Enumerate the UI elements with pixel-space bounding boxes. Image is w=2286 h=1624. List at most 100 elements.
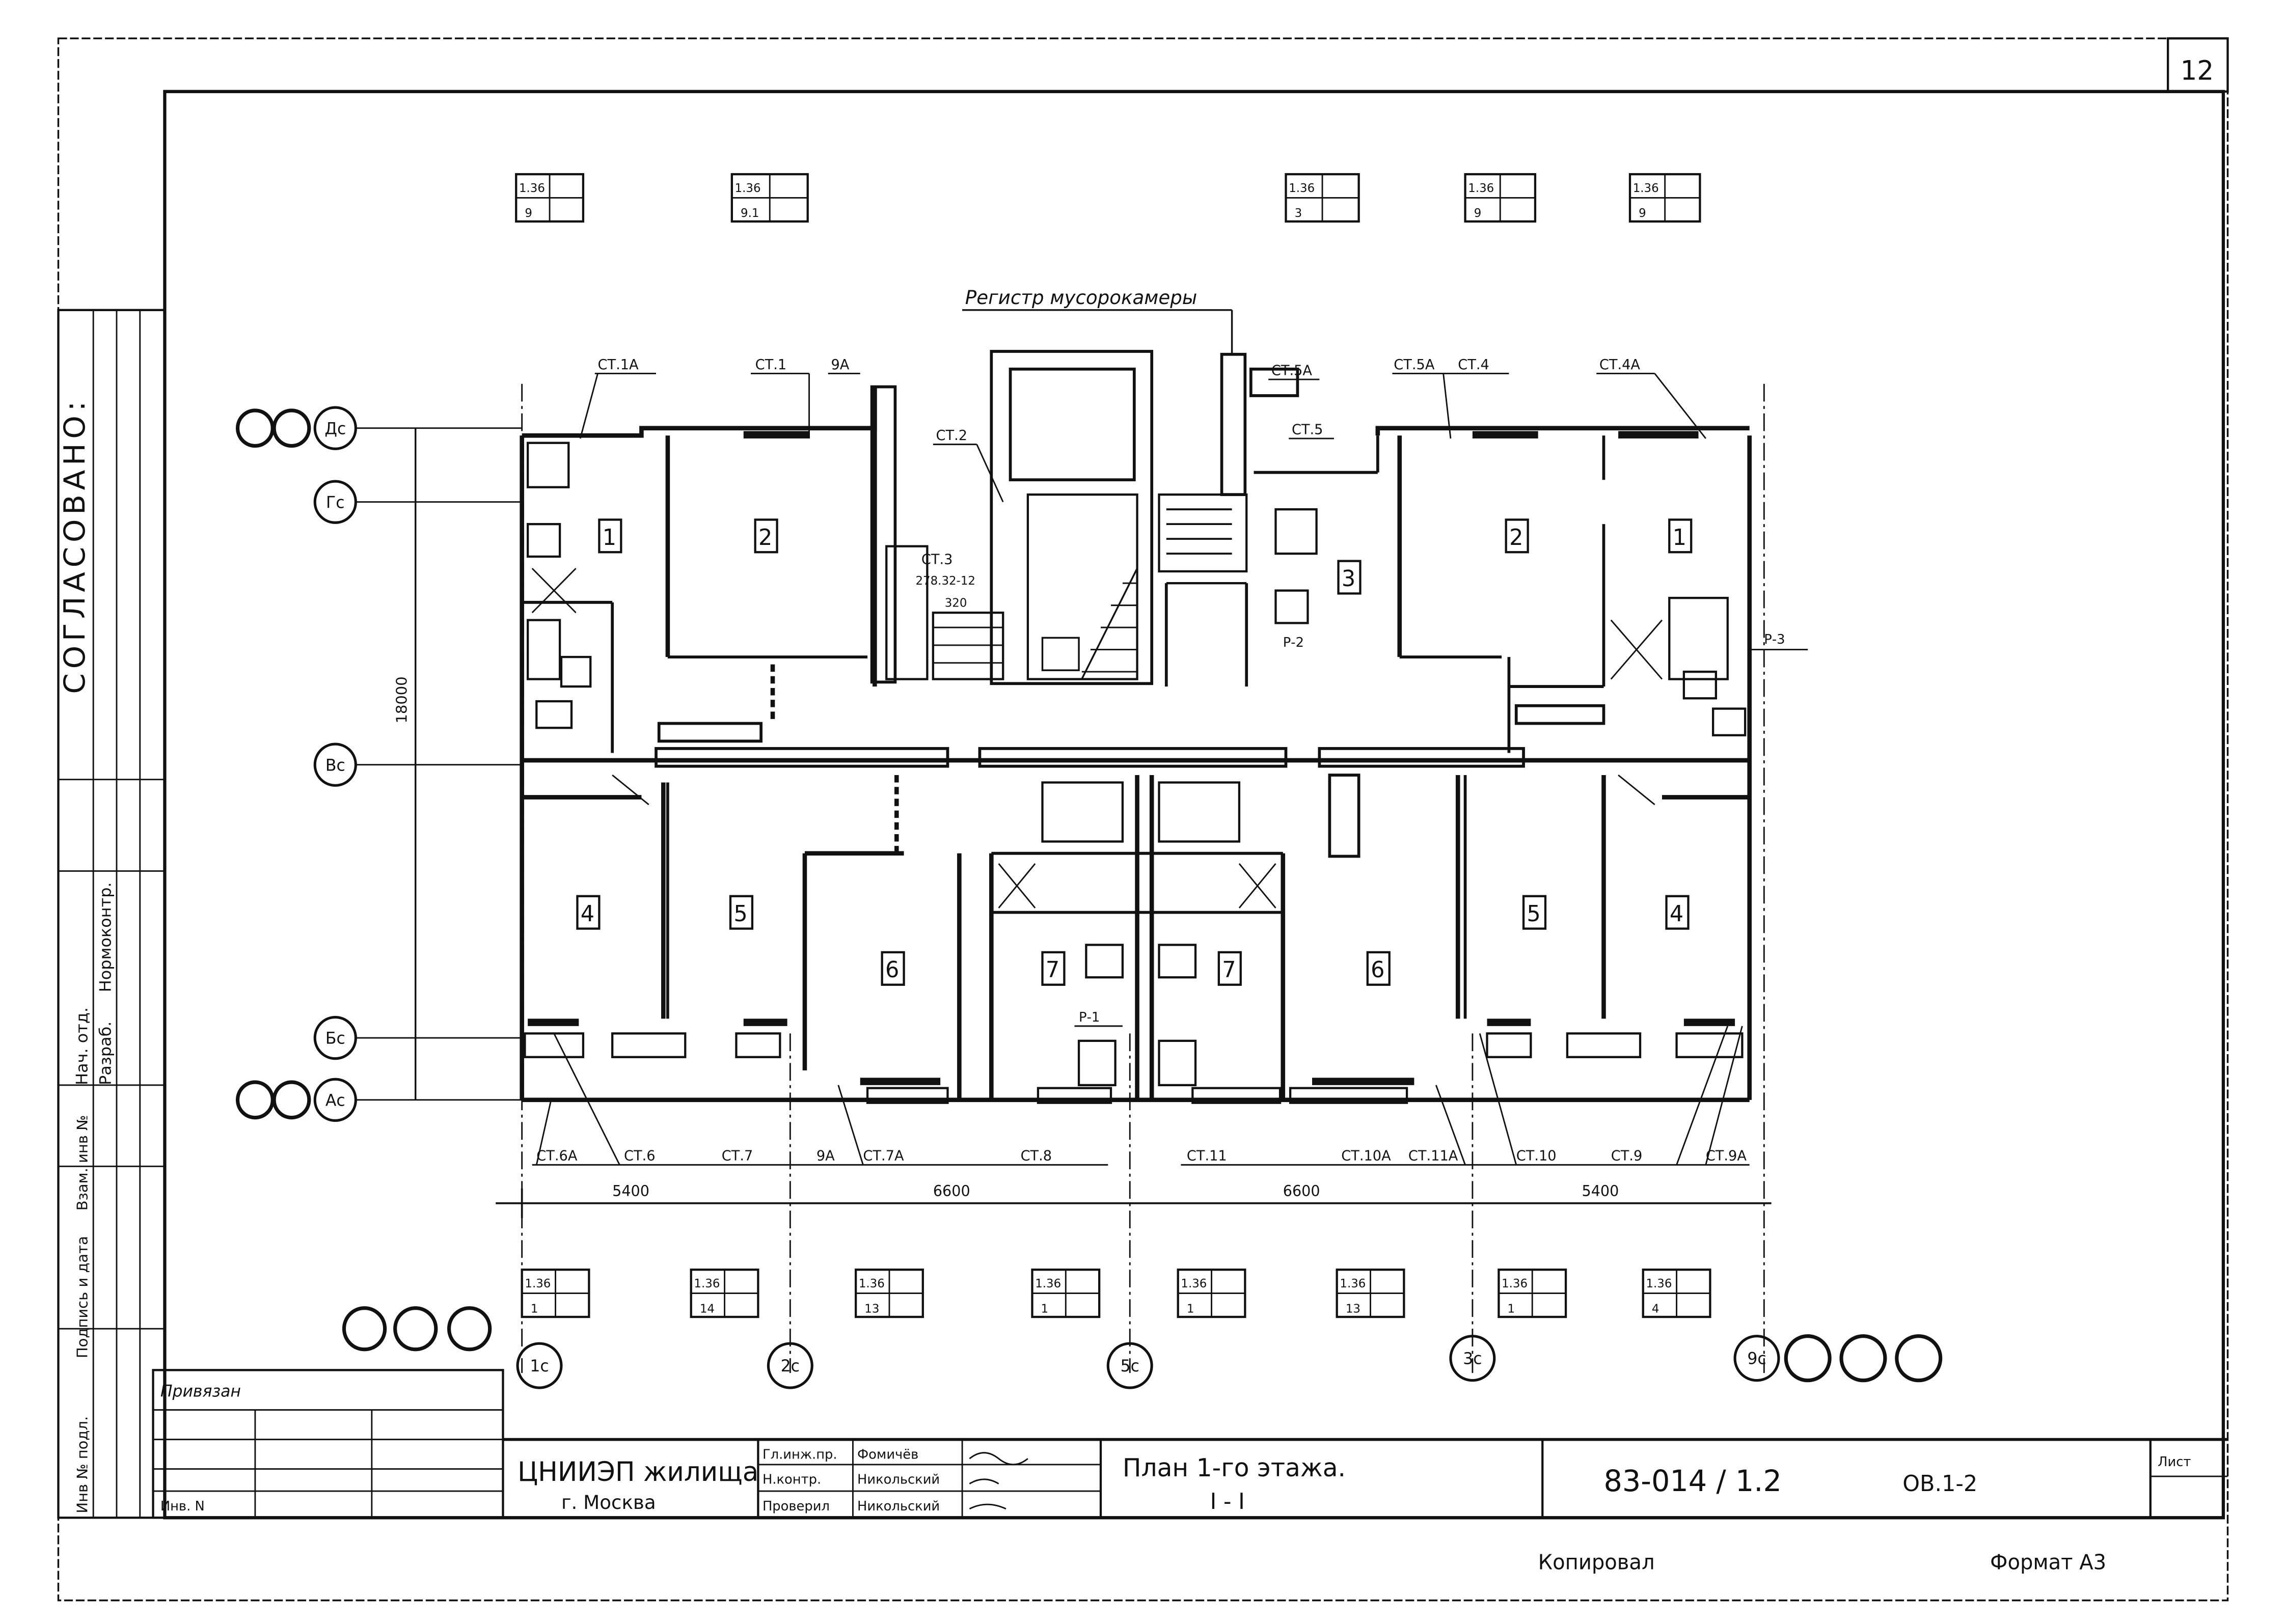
left-side-stamp: СОГЛАСОВАНО: Нач. отд. Разраб. Нормоконт…: [57, 309, 166, 1519]
svg-text:9.1: 9.1: [741, 207, 759, 220]
window-mark: 1.361: [1498, 1269, 1567, 1318]
riser-label: СТ.5А: [1271, 363, 1312, 378]
svg-text:9: 9: [1474, 207, 1482, 220]
axis-label: Ас: [325, 1091, 345, 1110]
dim-label: 5400: [1582, 1182, 1619, 1199]
room-label: 1: [603, 525, 616, 550]
room-label: 2: [758, 525, 772, 550]
room-label: 5: [1527, 901, 1540, 927]
dimension-line: 5400 6600 6600 5400 18000: [393, 383, 1772, 1373]
riser-label: СТ.8: [1021, 1148, 1052, 1164]
room-label: 1: [1673, 525, 1686, 550]
axis-label: 9с: [1747, 1350, 1766, 1368]
riser-label: СТ.9: [1611, 1148, 1643, 1164]
room-labels: 1 2 3 2 1 4 5 6 7 7 6 5 4: [576, 518, 1693, 986]
axis-markers: Дс Гс Вс Бс Ас 1с 2с 5с 3с 9с: [235, 406, 1943, 1389]
svg-text:СТ.5А: СТ.5А: [1394, 357, 1434, 373]
riser-label: СТ.4А: [1599, 357, 1640, 373]
axis-label: Вс: [325, 756, 345, 775]
room-label: 3: [1342, 566, 1355, 592]
riser-label: 9А: [817, 1148, 835, 1164]
riser-label: СТ.5: [1292, 422, 1323, 437]
city: г. Москва: [561, 1491, 656, 1513]
misc-label: 278.32-12: [915, 574, 975, 588]
stamp-small: Лист: [2158, 1454, 2191, 1470]
organization: ЦНИИЭП жилища: [518, 1456, 758, 1487]
misc-label: Р-3: [1764, 632, 1785, 647]
riser-label: СТ.6А: [536, 1148, 577, 1164]
svg-text:1.36: 1.36: [694, 1277, 720, 1290]
name-3: Никольский: [857, 1499, 940, 1514]
svg-text:9: 9: [525, 207, 532, 220]
svg-text:1.36: 1.36: [1468, 182, 1494, 195]
svg-text:1: 1: [1187, 1302, 1194, 1315]
role-1: Гл.инж.пр.: [763, 1447, 837, 1462]
riser-label: СТ.7: [722, 1148, 753, 1164]
svg-text:1.36: 1.36: [1035, 1277, 1061, 1290]
privyazka-label: Привязан: [160, 1382, 241, 1400]
window-mark: 1.36 9: [515, 173, 585, 223]
svg-text:1: 1: [1041, 1302, 1049, 1315]
room-label: 7: [1222, 957, 1236, 983]
stamp-row-4: Взам. инв №: [74, 1115, 91, 1211]
title-block: Привязан Инв. N ЦНИИЭП жилища г. Москва …: [152, 1369, 2228, 1519]
dim-label: 6600: [933, 1182, 970, 1199]
window-mark: 1.361: [521, 1269, 590, 1318]
svg-text:14: 14: [700, 1302, 715, 1315]
svg-text:1.36: 1.36: [519, 182, 545, 195]
window-mark: 1.36 3: [1285, 173, 1360, 223]
riser-label: СТ.11А: [1408, 1148, 1458, 1164]
stamp-row-5: Подпись и дата: [74, 1236, 91, 1358]
riser-label: СТ.1: [755, 357, 787, 373]
axis-label: 2с: [781, 1357, 800, 1375]
room-label: 4: [1670, 901, 1683, 927]
riser-label: СТ.1А: [598, 357, 639, 373]
floor-plan: [520, 350, 1752, 1104]
svg-text:3: 3: [1295, 207, 1302, 220]
riser-label: СТ.10: [1516, 1148, 1557, 1164]
axis-label: Дс: [324, 420, 346, 438]
axis-label: 1с: [530, 1357, 549, 1375]
axis-label: Гс: [326, 493, 344, 512]
window-mark: 1.36 9: [1464, 173, 1537, 223]
svg-text:1.36: 1.36: [1646, 1277, 1672, 1290]
room-label: 4: [581, 901, 594, 927]
svg-text:1.36: 1.36: [735, 182, 761, 195]
svg-text:1.36: 1.36: [525, 1277, 551, 1290]
inv-no-label: Инв. N: [160, 1499, 205, 1514]
sheet-code: ОВ.1-2: [1902, 1471, 1977, 1497]
svg-text:1.36: 1.36: [1289, 182, 1315, 195]
room-label: 7: [1046, 957, 1059, 983]
misc-label: Р-1: [1079, 1010, 1100, 1025]
outer-frame: [57, 37, 2229, 1602]
riser-labels-bottom: СТ.6А СТ.6 СТ.7 9А СТ.7А СТ.8 СТ.11 СТ.1…: [532, 1026, 1750, 1166]
riser-labels-top: СТ.1А СТ.1 9А СТ.5А СТ.4 СТ.4А СТ.5А СТ.…: [579, 357, 1706, 567]
svg-text:1.36: 1.36: [1633, 182, 1659, 195]
name-1: Фомичёв: [857, 1447, 918, 1462]
annotation-register: Регистр мусорокамеры: [965, 286, 1197, 309]
svg-text:4: 4: [1652, 1302, 1659, 1315]
sheet-number: 12: [2181, 56, 2214, 86]
window-mark: 1.36 1: [1031, 1269, 1101, 1318]
window-mark: 1.36 9.1: [730, 173, 809, 223]
svg-text:1.36: 1.36: [1181, 1277, 1207, 1290]
svg-text:1: 1: [1508, 1302, 1515, 1315]
misc-label: Р-2: [1283, 635, 1304, 650]
axis-label: 3с: [1463, 1350, 1482, 1368]
stamp-row-1: Нач. отд.: [73, 1007, 92, 1085]
riser-label: СТ.2: [936, 428, 968, 444]
stamp-row-2: Разраб.: [97, 1022, 115, 1085]
riser-label: СТ.10А: [1341, 1148, 1391, 1164]
svg-text:9: 9: [1639, 207, 1646, 220]
window-mark: 1.36 1: [1177, 1269, 1246, 1318]
role-2: Н.контр.: [763, 1472, 821, 1487]
dim-label: 6600: [1283, 1182, 1320, 1199]
room-label: 6: [885, 957, 899, 983]
axis-label: Бс: [325, 1029, 345, 1048]
window-marks-top: 1.36 9 1.36 9.1 1.36 3 1.36 9 1.36 9: [515, 173, 1701, 223]
riser-label: СТ.11: [1187, 1148, 1227, 1164]
dim-label: 18000: [393, 676, 411, 723]
